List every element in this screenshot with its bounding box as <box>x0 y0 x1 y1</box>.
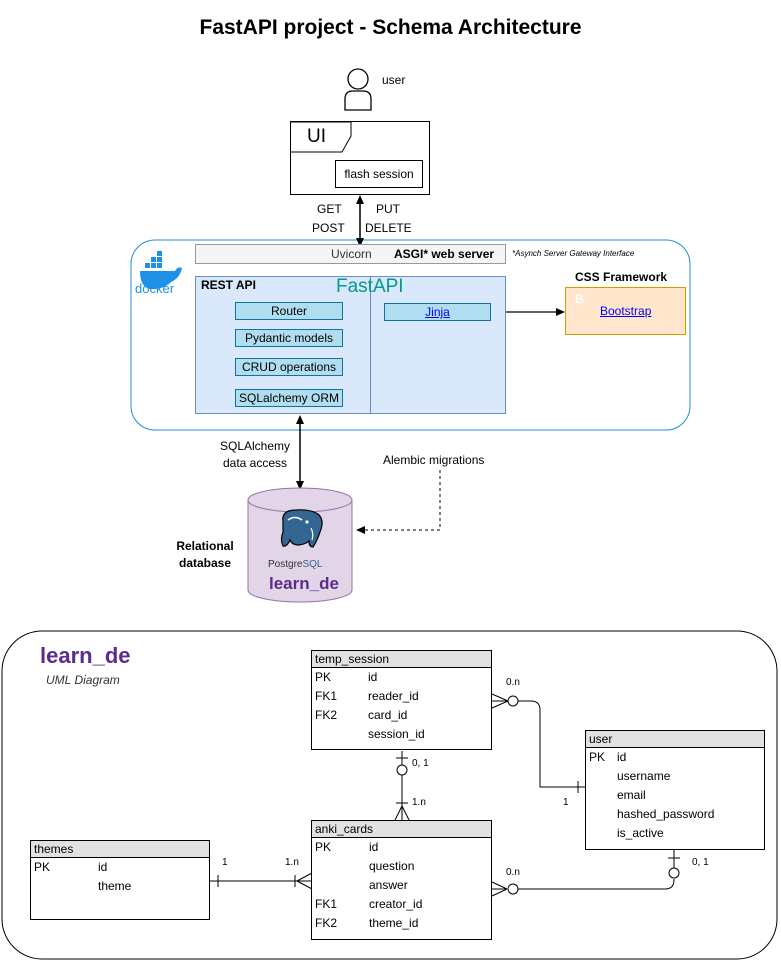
sqlalchemy-access-line2: data access <box>222 456 288 470</box>
db-name: learn_de <box>269 574 339 593</box>
post-label: POST <box>312 221 345 235</box>
user-icon <box>344 68 372 111</box>
cardinality-label: 1.n <box>285 857 299 868</box>
table-header: themes <box>31 841 209 858</box>
jinja-link[interactable]: Jinja <box>425 305 450 319</box>
sqlalchemy-orm-component: SQLalchemy ORM <box>235 389 343 407</box>
rel-temp-session-anki-cards <box>394 751 410 821</box>
table-row: session_id <box>368 727 425 741</box>
css-framework-label: CSS Framework <box>575 270 668 284</box>
postgresql-prefix: Postgre <box>268 559 303 570</box>
docker-whale-icon <box>140 251 182 290</box>
asgi-bar: Uvicorn ASGI* web server <box>195 244 506 264</box>
bootstrap-icon: B <box>575 292 584 306</box>
alembic-arrow <box>356 470 441 534</box>
table-row: hashed_password <box>617 807 715 821</box>
rest-api-label: REST API <box>201 278 256 292</box>
uml-title: learn_de <box>40 643 131 668</box>
crud-component: CRUD operations <box>235 358 343 376</box>
cardinality-label: 1 <box>222 857 228 868</box>
cardinality-label: 1.n <box>412 797 426 808</box>
relational-line1: Relational <box>176 539 234 553</box>
alembic-label: Alembic migrations <box>383 453 485 467</box>
postgresql-suffix: SQL <box>302 559 323 570</box>
asgi-label: ASGI* web server <box>394 247 495 261</box>
cardinality-label: 0, 1 <box>412 758 429 769</box>
postgresql-label: PostgreSQL <box>268 559 322 570</box>
jinja-component[interactable]: Jinja <box>384 303 491 321</box>
relational-db-label: Relational database <box>170 538 240 572</box>
ui-tab-shape <box>291 121 352 153</box>
flash-session-box: flash session <box>335 160 423 188</box>
table-row: email <box>617 788 646 802</box>
database-cylinder <box>247 487 353 603</box>
rel-anki-cards-user <box>491 850 680 897</box>
ui-label: UI <box>307 126 326 147</box>
flash-session-label: flash session <box>344 167 414 181</box>
user-label: user <box>382 73 406 87</box>
panel-divider <box>370 277 371 413</box>
put-label: PUT <box>376 202 400 216</box>
asgi-note: *Asynch Server Gateway Interface <box>512 249 635 258</box>
docker-label: docker <box>135 281 175 296</box>
uml-subtitle: UML Diagram <box>46 673 120 687</box>
table-row: username <box>617 769 671 783</box>
pydantic-component: Pydantic models <box>235 329 343 347</box>
table-row: answer <box>369 878 408 892</box>
ui-box: UI flash session <box>290 121 430 195</box>
sqlalchemy-arrow <box>296 415 304 490</box>
table-row: is_active <box>617 826 664 840</box>
bootstrap-link[interactable]: Bootstrap <box>600 304 652 318</box>
router-component: Router <box>235 302 343 320</box>
cardinality-label: 1 <box>563 797 569 808</box>
bootstrap-box[interactable]: B Bootstrap <box>565 287 686 335</box>
table-header: anki_cards <box>312 821 491 838</box>
delete-label: DELETE <box>365 221 412 235</box>
fastapi-label: FastAPI <box>336 276 404 297</box>
table-header: user <box>586 731 764 748</box>
ui-server-arrow <box>356 195 364 247</box>
uvicorn-label: Uvicorn <box>331 247 372 261</box>
cardinality-label: 0, 1 <box>692 857 709 868</box>
cardinality-label: 0.n <box>506 867 520 878</box>
table-row: theme <box>98 879 132 893</box>
table-row: question <box>369 859 415 873</box>
sqlalchemy-access-line1: SQLAlchemy <box>219 439 291 453</box>
get-label: GET <box>317 202 342 216</box>
table-header: temp_session <box>312 651 491 668</box>
page-title: FastAPI project - Schema Architecture <box>199 16 582 39</box>
postgresql-elephant-icon <box>280 509 323 548</box>
rel-temp-session-user <box>491 693 585 793</box>
sqlalchemy-access-label: SQLAlchemy data access <box>210 438 300 472</box>
rel-themes-anki-cards <box>210 872 313 890</box>
relational-line2: database <box>178 556 232 570</box>
cardinality-label: 0.n <box>506 677 520 688</box>
